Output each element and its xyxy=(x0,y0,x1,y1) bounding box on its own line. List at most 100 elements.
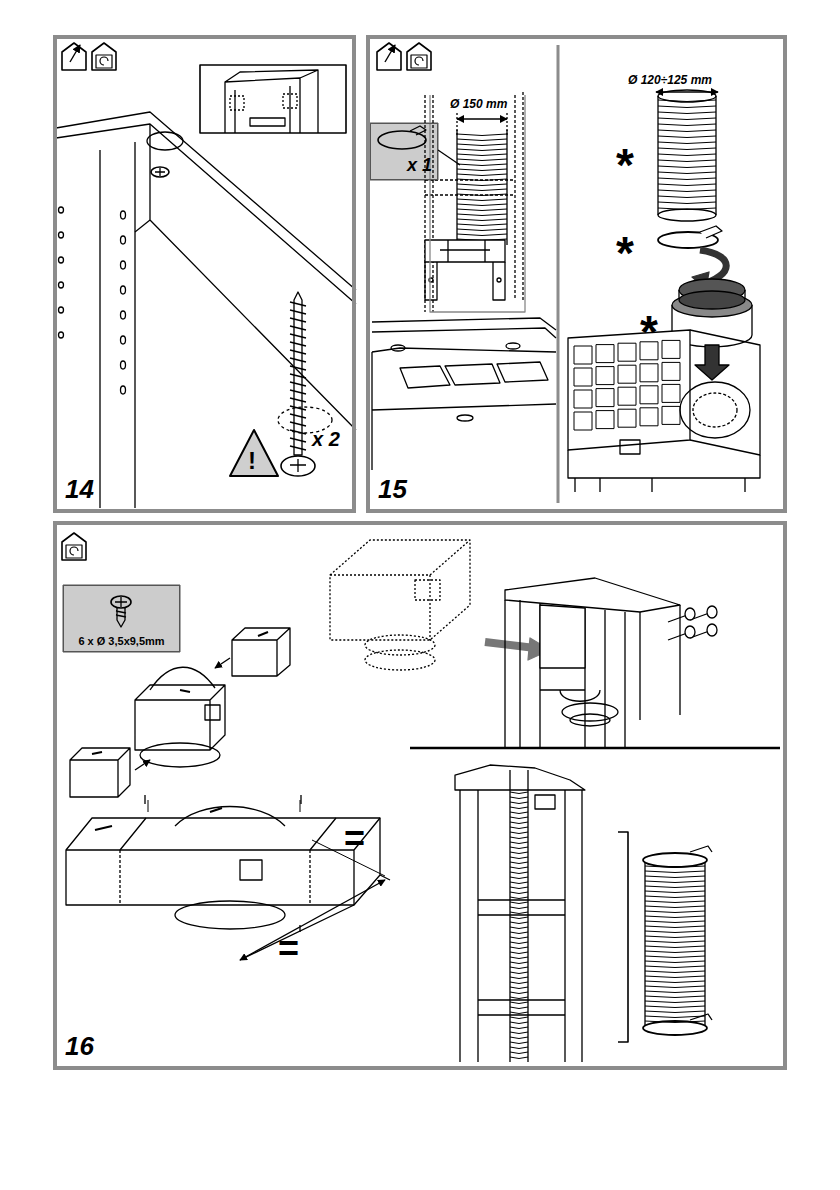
warning-mark: ! xyxy=(248,447,256,475)
rib xyxy=(510,1012,528,1014)
optional-mark: * xyxy=(640,305,658,359)
rib xyxy=(510,827,528,829)
rib xyxy=(645,966,705,968)
rib xyxy=(658,136,716,138)
rib xyxy=(510,967,528,969)
rib xyxy=(510,922,528,924)
rib xyxy=(510,937,528,939)
rib xyxy=(645,1021,705,1023)
hole xyxy=(121,361,126,369)
rib xyxy=(510,857,528,859)
rib xyxy=(658,208,716,210)
step-number: 15 xyxy=(378,474,407,505)
hose-ribs xyxy=(658,100,716,210)
rib xyxy=(645,866,705,868)
filter-cell xyxy=(640,408,658,426)
insert-arrow xyxy=(485,642,535,648)
quantity-label: x 2 xyxy=(312,428,340,451)
rib xyxy=(645,946,705,948)
rib xyxy=(510,1057,528,1059)
rib xyxy=(645,961,705,963)
rib xyxy=(510,877,528,879)
rib xyxy=(645,1011,705,1013)
hole xyxy=(121,386,126,394)
rib xyxy=(645,941,705,943)
rib xyxy=(510,992,528,994)
rib xyxy=(510,962,528,964)
rib xyxy=(510,1042,528,1044)
equal-sign: = xyxy=(344,818,365,860)
exhaust-duct xyxy=(457,130,507,245)
rib xyxy=(645,891,705,893)
filter-cell xyxy=(640,386,658,404)
rib xyxy=(510,842,528,844)
rib xyxy=(658,190,716,192)
fixing-screws xyxy=(668,606,717,640)
rib xyxy=(645,911,705,913)
rib xyxy=(645,1016,705,1018)
rib xyxy=(645,876,705,878)
rib xyxy=(645,991,705,993)
hole xyxy=(59,332,64,338)
rib xyxy=(510,822,528,824)
filter-cell xyxy=(662,406,680,424)
filter-cell xyxy=(662,362,680,380)
filter-cell xyxy=(574,390,592,408)
filter-cell xyxy=(662,340,680,358)
rib xyxy=(457,229,507,231)
rib xyxy=(510,997,528,999)
rib xyxy=(510,792,528,794)
filter-cell xyxy=(662,384,680,402)
step-panel: 14 xyxy=(53,35,356,513)
rib xyxy=(645,996,705,998)
rib xyxy=(510,897,528,899)
filter-cell xyxy=(596,411,614,429)
hole xyxy=(59,207,64,213)
rib xyxy=(457,214,507,216)
rib xyxy=(658,142,716,144)
rib xyxy=(510,982,528,984)
chimney-frame-top xyxy=(505,578,680,748)
rib xyxy=(510,912,528,914)
rib xyxy=(457,224,507,226)
chimney-frame-bottom xyxy=(455,765,585,1062)
rib xyxy=(510,1037,528,1039)
parts-callout: 6 x Ø 3,5x9,5mm xyxy=(63,585,180,652)
filter-grid xyxy=(574,340,680,430)
optional-mark: * xyxy=(616,138,634,192)
rib xyxy=(510,847,528,849)
rib xyxy=(510,1032,528,1034)
wall-screw xyxy=(281,292,315,476)
rib xyxy=(658,172,716,174)
quantity-text: x 1 xyxy=(407,155,432,176)
ducted-mode-icon xyxy=(377,43,401,70)
optional-mark: * xyxy=(616,226,634,280)
rib xyxy=(510,812,528,814)
rib xyxy=(658,202,716,204)
rib xyxy=(645,921,705,923)
parts-callout: x 1 xyxy=(370,123,438,180)
filter-cell xyxy=(596,389,614,407)
rib xyxy=(510,802,528,804)
rib xyxy=(658,130,716,132)
rib xyxy=(645,936,705,938)
rib xyxy=(510,1052,528,1054)
rib xyxy=(457,199,507,201)
step-number: 16 xyxy=(65,1031,94,1062)
panel-divider xyxy=(557,45,560,503)
hose-ribs xyxy=(645,866,705,1023)
filter-cell xyxy=(618,343,636,361)
rib xyxy=(510,947,528,949)
rib xyxy=(658,106,716,108)
rib xyxy=(510,852,528,854)
step-panel: 6 x Ø 3,5x9,5mm 16 xyxy=(53,521,787,1070)
hole xyxy=(59,307,64,313)
rib xyxy=(645,956,705,958)
ceiling-line xyxy=(410,747,780,750)
rib xyxy=(658,178,716,180)
rib xyxy=(510,1017,528,1019)
rib xyxy=(658,154,716,156)
rib xyxy=(645,886,705,888)
rib xyxy=(457,219,507,221)
rib xyxy=(510,957,528,959)
